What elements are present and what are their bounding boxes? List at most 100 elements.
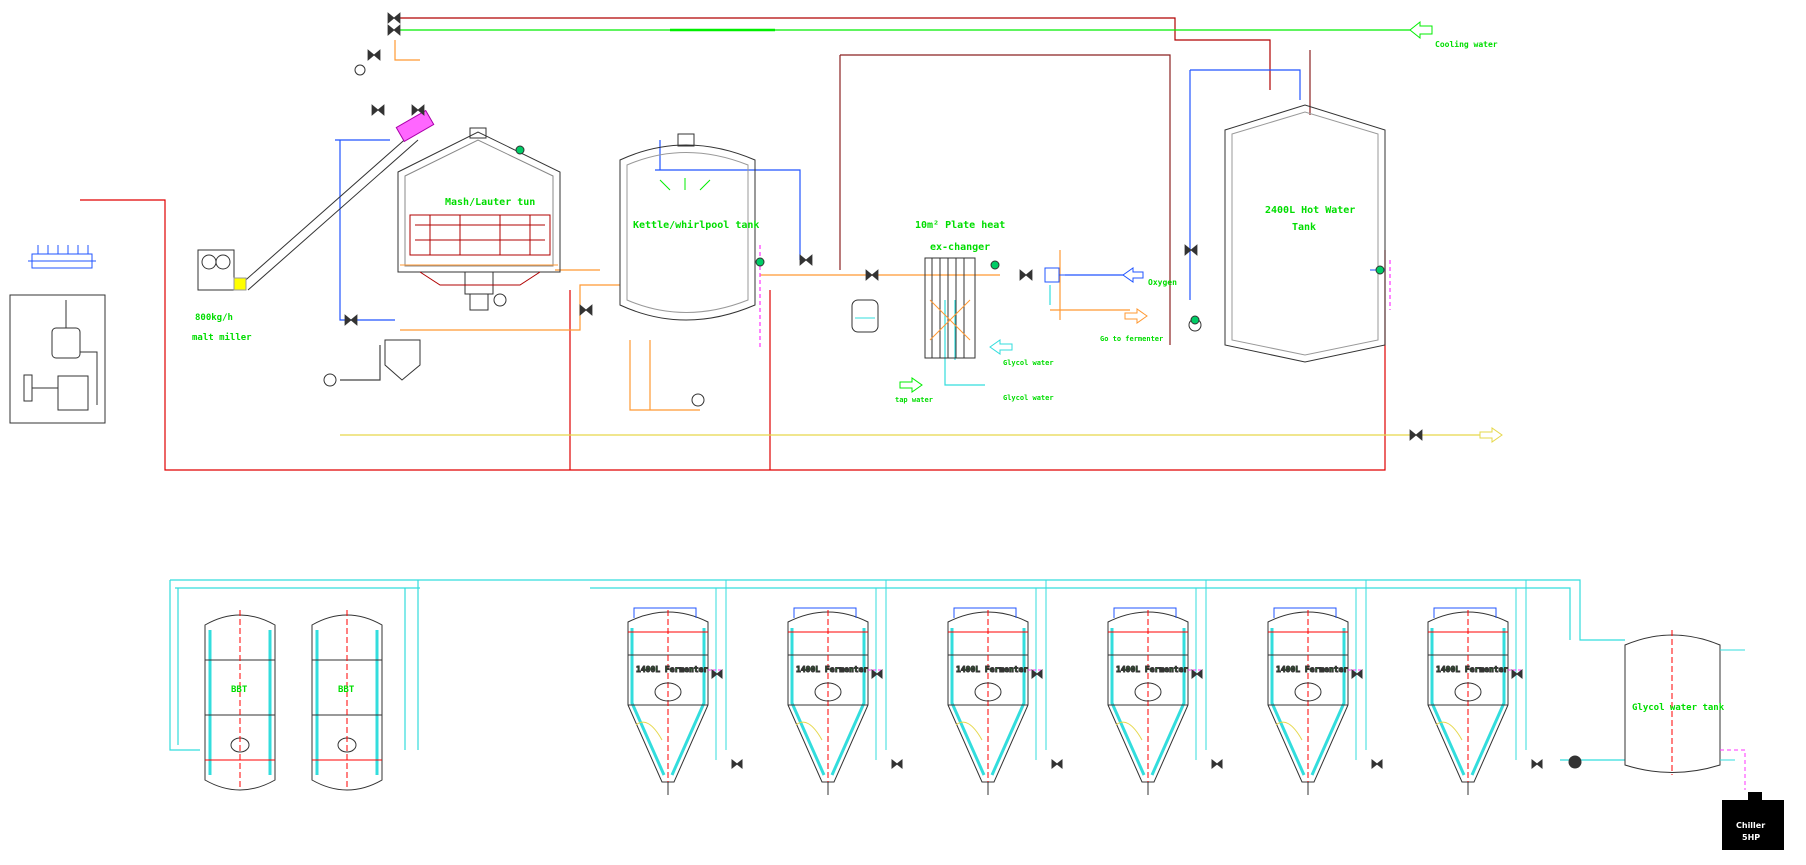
fermenter-top-pipe xyxy=(633,607,697,618)
plate-heat-exchanger xyxy=(924,257,976,359)
pump-icon xyxy=(691,393,705,407)
fermenter-jacket xyxy=(1110,628,1186,776)
dosing-box xyxy=(57,375,89,411)
valves-brewhouse xyxy=(344,12,1423,441)
hlt-shell xyxy=(1224,104,1386,363)
dosing-filter xyxy=(23,374,33,402)
kettle-label: Kettle/whirlpool tank xyxy=(633,219,759,231)
mill-capacity: 800kg/h xyxy=(195,313,233,323)
bbt-tanks xyxy=(204,610,383,791)
gauge-icon xyxy=(515,145,525,155)
glycol-tank-label: Glycol water tank xyxy=(1632,703,1725,713)
valve-icon xyxy=(891,758,903,770)
valve-icon xyxy=(1371,758,1383,770)
fermenter-band xyxy=(788,654,868,706)
bbt-1-shell xyxy=(204,614,276,791)
kettle-chimney xyxy=(677,133,695,147)
arrow-tap-water xyxy=(899,377,923,393)
fermenter-shell xyxy=(947,611,1029,783)
mill-roller-right xyxy=(215,254,231,270)
valve-icon xyxy=(1211,758,1223,770)
aeration-stone xyxy=(1044,267,1125,283)
glycol-water-tank xyxy=(1624,630,1746,790)
pipe-red-loop xyxy=(80,199,1386,471)
chiller-unit xyxy=(1722,792,1784,850)
pipe-steam-1 xyxy=(335,139,395,321)
fermenter-yellow-arc xyxy=(1115,721,1143,741)
arrow-cooling-water xyxy=(1409,20,1433,40)
valve-icon xyxy=(1351,668,1363,680)
dosing-tank xyxy=(51,327,81,359)
pipe-hot-top xyxy=(395,17,1271,90)
hx-plates xyxy=(931,258,965,358)
flow-arrows xyxy=(899,20,1503,443)
aeration-body xyxy=(1044,267,1060,283)
mill-roller-left xyxy=(201,254,217,270)
fermenter-band xyxy=(948,654,1028,706)
glycol-tank-shell xyxy=(1624,634,1721,773)
valve-icon xyxy=(1051,758,1063,770)
valve-icon xyxy=(871,668,883,680)
fermenter-top-pipe xyxy=(1113,607,1177,618)
hx-wort-crossing xyxy=(929,299,971,341)
mash-tun-cone xyxy=(419,271,541,286)
bbt-1 xyxy=(204,610,276,791)
cooling-water-label: Cooling water xyxy=(1435,39,1498,49)
pump-icon xyxy=(493,293,507,307)
fermenter-yellow-arc xyxy=(795,721,823,741)
auger-conveyor xyxy=(239,134,419,291)
hop-filter-body xyxy=(851,299,879,333)
dosing-pipes xyxy=(32,300,98,405)
fermenter-manway xyxy=(974,682,1002,702)
mash-tun-label: Mash/Lauter tun xyxy=(445,197,535,208)
hot-water-tank xyxy=(1224,104,1386,363)
pipe-wort-5 xyxy=(394,40,420,61)
kettle-shell xyxy=(619,144,756,321)
glycol-header-bbt xyxy=(169,580,419,751)
fermenter-shell xyxy=(627,611,709,783)
dosing-frame xyxy=(9,294,106,424)
fermenter-manway xyxy=(814,682,842,702)
fermenter-jacket xyxy=(790,628,866,776)
valve-icon xyxy=(411,104,425,116)
arrow-glycol-in xyxy=(989,339,1013,355)
pipe-wort-1 xyxy=(400,284,620,331)
valve-icon xyxy=(367,49,381,61)
fermenter-jacket xyxy=(630,628,706,776)
fermenter-1: 1400L Fermenter xyxy=(627,580,743,795)
bbt-2-shell xyxy=(311,614,383,791)
fermenter-manway xyxy=(1134,682,1162,702)
pipe-brown-1 xyxy=(840,54,1171,345)
hx-label-2: ex-changer xyxy=(930,242,990,253)
fermenter-jacket xyxy=(1430,628,1506,776)
mash-tun-gearbox xyxy=(464,271,494,295)
fermenter-jacket xyxy=(950,628,1026,776)
fermenter-jacket xyxy=(1270,628,1346,776)
mash-tun-chimney xyxy=(469,127,487,139)
bbt-2-label: BBT xyxy=(338,685,355,695)
glycol-tank-cip xyxy=(1720,749,1746,790)
glycol-headers xyxy=(169,579,1625,761)
fermenter-label: 1400L Fermenter xyxy=(796,665,868,674)
valve-icon xyxy=(1511,668,1523,680)
valve-icon xyxy=(865,269,879,281)
mill-label: malt miller xyxy=(192,332,252,343)
hlt-inner xyxy=(1231,111,1379,356)
bbt-2-jacket xyxy=(315,630,379,775)
fermenter-top-pipe xyxy=(1273,607,1337,618)
fermenter-yellow-arc xyxy=(1435,721,1463,741)
pipe-wort-4 xyxy=(629,340,700,411)
fermenter-manway xyxy=(1454,682,1482,702)
valve-icon xyxy=(344,314,358,326)
fermenter-manway xyxy=(654,682,682,702)
arrow-oxygen xyxy=(1122,267,1144,283)
grant-tank-shell xyxy=(384,339,421,381)
valve-icon xyxy=(1409,429,1423,441)
chiller-fan xyxy=(1748,792,1762,800)
fermenter-manway xyxy=(1294,682,1322,702)
glycol-header-2 xyxy=(175,587,1571,640)
glycol-water-label-2: Glycol water xyxy=(1003,394,1054,402)
valve-icon xyxy=(1019,269,1033,281)
